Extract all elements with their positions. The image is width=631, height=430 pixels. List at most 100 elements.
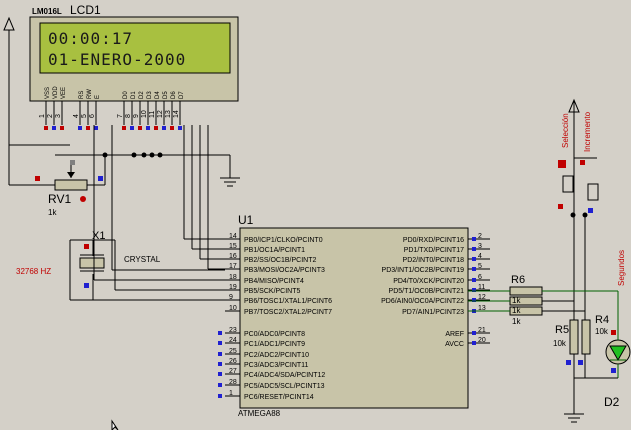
mcu-pin-number: 11 (478, 284, 485, 291)
mcu-pin-name: PC3/ADC3/PCINT11 (244, 362, 309, 369)
lcd-line-1: 00:00:17 (48, 29, 133, 48)
lcd-pin-number: 14 (173, 110, 180, 118)
lcd-pin-name: D2 (139, 91, 145, 99)
mcu-pin-name: PD1/TXD/PCINT17 (404, 247, 464, 254)
lcd-pin-number: 4 (73, 114, 80, 118)
mcu-pin-name: PD2/INT0/PCINT18 (403, 257, 465, 264)
lcd-pin-marker (122, 126, 126, 130)
mcu-pin-marker (218, 362, 222, 366)
mcu-pin-marker (472, 237, 476, 241)
ground-symbol (220, 155, 240, 187)
mcu-pin-name: AVCC (445, 341, 464, 348)
lcd-pin-number: 2 (47, 114, 54, 118)
mcu-pin-number: 27 (229, 368, 237, 375)
r4-value: 10k (595, 327, 609, 336)
mcu-pin-number: 3 (478, 243, 482, 250)
crystal-label: CRYSTAL (124, 255, 161, 264)
buttons-area[interactable]: Selección Incremento (558, 98, 599, 320)
lcd-pin-marker (154, 126, 158, 130)
mcu-right-pins: 2PD0/RXD/PCINT163PD1/TXD/PCINT174PD2/INT… (381, 233, 490, 348)
lcd-pin-number: 8 (125, 114, 132, 118)
resistor-r4[interactable]: R4 10k (595, 314, 609, 336)
mcu-pin-marker (218, 331, 222, 335)
mcu-pin-name: PC0/ADC0/PCINT8 (244, 331, 305, 338)
mcu-pin-number: 14 (229, 233, 237, 240)
mcu-pin-number: 26 (229, 358, 237, 365)
lcd-pin-name: D4 (155, 91, 161, 99)
mcu-pin-marker (472, 331, 476, 335)
potentiometer-rv1[interactable]: RV1 1k (9, 155, 106, 217)
mcu-pin-number: 1 (229, 390, 233, 397)
led-ref: D2 (604, 395, 620, 409)
mcu-pin-marker (472, 341, 476, 345)
mcu-pin-name: PD5/T1/OC0B/PCINT21 (389, 288, 465, 295)
lcd-pin-marker (86, 126, 90, 130)
crystal-x1[interactable]: X1 CRYSTAL 32768 HZ (16, 230, 225, 301)
lcd-pin-marker (138, 126, 142, 130)
mcu-pin-number: 20 (478, 337, 486, 344)
lcd-pin-name: RW (87, 89, 93, 99)
mouse-cursor-icon (111, 419, 119, 430)
mcu-r6-wires (468, 290, 490, 312)
mcu-pin-name: PD4/T0/XCK/PCINT20 (393, 278, 464, 285)
crystal-frequency: 32768 HZ (16, 267, 51, 276)
mcu-pin-number: 23 (229, 327, 237, 334)
lcd-pin-number: 11 (149, 111, 156, 118)
lcd-pin-marker (130, 126, 134, 130)
mcu-pin-name: PB6/TOSC1/XTAL1/PCINT6 (244, 298, 332, 305)
mcu-pin-name: PB3/MOSI/OC2A/PCINT3 (244, 267, 325, 274)
r6-ref: R6 (511, 274, 525, 286)
mcu-pin-number: 28 (229, 379, 237, 386)
button-sel-label: Selección (561, 113, 570, 148)
lcd-pin-name: D7 (179, 91, 185, 99)
mcu-pin-name: PC4/ADC4/SDA/PCINT12 (244, 372, 325, 379)
mcu-pin-number: 24 (229, 337, 237, 344)
mcu-pin-name: PB5/SCK/PCINT5 (244, 288, 301, 295)
lcd-pin-name: D5 (163, 91, 169, 99)
mcu-pin-number: 25 (229, 348, 237, 355)
lcd-line-2: 01-ENERO-2000 (48, 50, 186, 69)
mcu-pin-name: AREF (445, 331, 464, 338)
lcd-pin-marker (94, 126, 98, 130)
mcu-pin-number: 13 (478, 305, 486, 312)
led-label: Segundos (617, 250, 626, 286)
rv1-ref: RV1 (48, 192, 71, 206)
mcu-pin-number: 10 (229, 305, 237, 312)
mcu-pin-name: PB2/SS/OC1B/PCINT2 (244, 257, 316, 264)
mcu-pin-marker (472, 288, 476, 292)
mcu-pin-number: 9 (229, 294, 233, 301)
mcu-pin-name: PD7/AIN1/PCINT23 (402, 309, 464, 316)
mcu-pin-number: 12 (478, 294, 486, 301)
mcu-pin-name: PD0/RXD/PCINT16 (403, 237, 464, 244)
resistor-r5[interactable]: R5 10k (553, 319, 591, 423)
mcu-pin-marker (218, 372, 222, 376)
lcd-pin-name: RS (79, 91, 85, 99)
r6-value-3: 1k (512, 317, 521, 326)
lcd-pin-name: D6 (171, 91, 177, 99)
lcd-pin-marker (52, 126, 56, 130)
mcu-pin-number: 16 (229, 253, 237, 260)
mcu-pin-marker (218, 394, 222, 398)
resistor-r6[interactable]: R6 1k 1k 1k (490, 274, 619, 330)
lcd-pin-marker (60, 126, 64, 130)
button-inc-label: Incremento (583, 111, 592, 152)
led-d2[interactable]: Segundos D2 (585, 250, 631, 409)
mcu-pin-marker (472, 298, 476, 302)
r6-value-1: 1k (512, 296, 521, 305)
lcd-pin-number: 7 (117, 114, 124, 118)
lcd-pin-number: 6 (89, 114, 96, 118)
lcd-pin-number: 3 (55, 114, 62, 118)
button-sel[interactable] (562, 175, 574, 193)
mcu-u1[interactable]: U1 ATMEGA88 14PB0/ICP1/CLKO/PCINT015PB1/… (218, 213, 490, 418)
button-inc[interactable] (587, 183, 599, 201)
lcd-pin-name: VDD (53, 86, 59, 99)
mcu-pin-number: 4 (478, 253, 482, 260)
lcd-model-label: LM016L (32, 7, 62, 16)
lcd-pin-name: D3 (147, 91, 153, 99)
lcd-mcu-wires (93, 125, 225, 281)
mcu-pin-marker (218, 383, 222, 387)
mcu-pin-name: PB1/OC1A/PCINT1 (244, 247, 305, 254)
